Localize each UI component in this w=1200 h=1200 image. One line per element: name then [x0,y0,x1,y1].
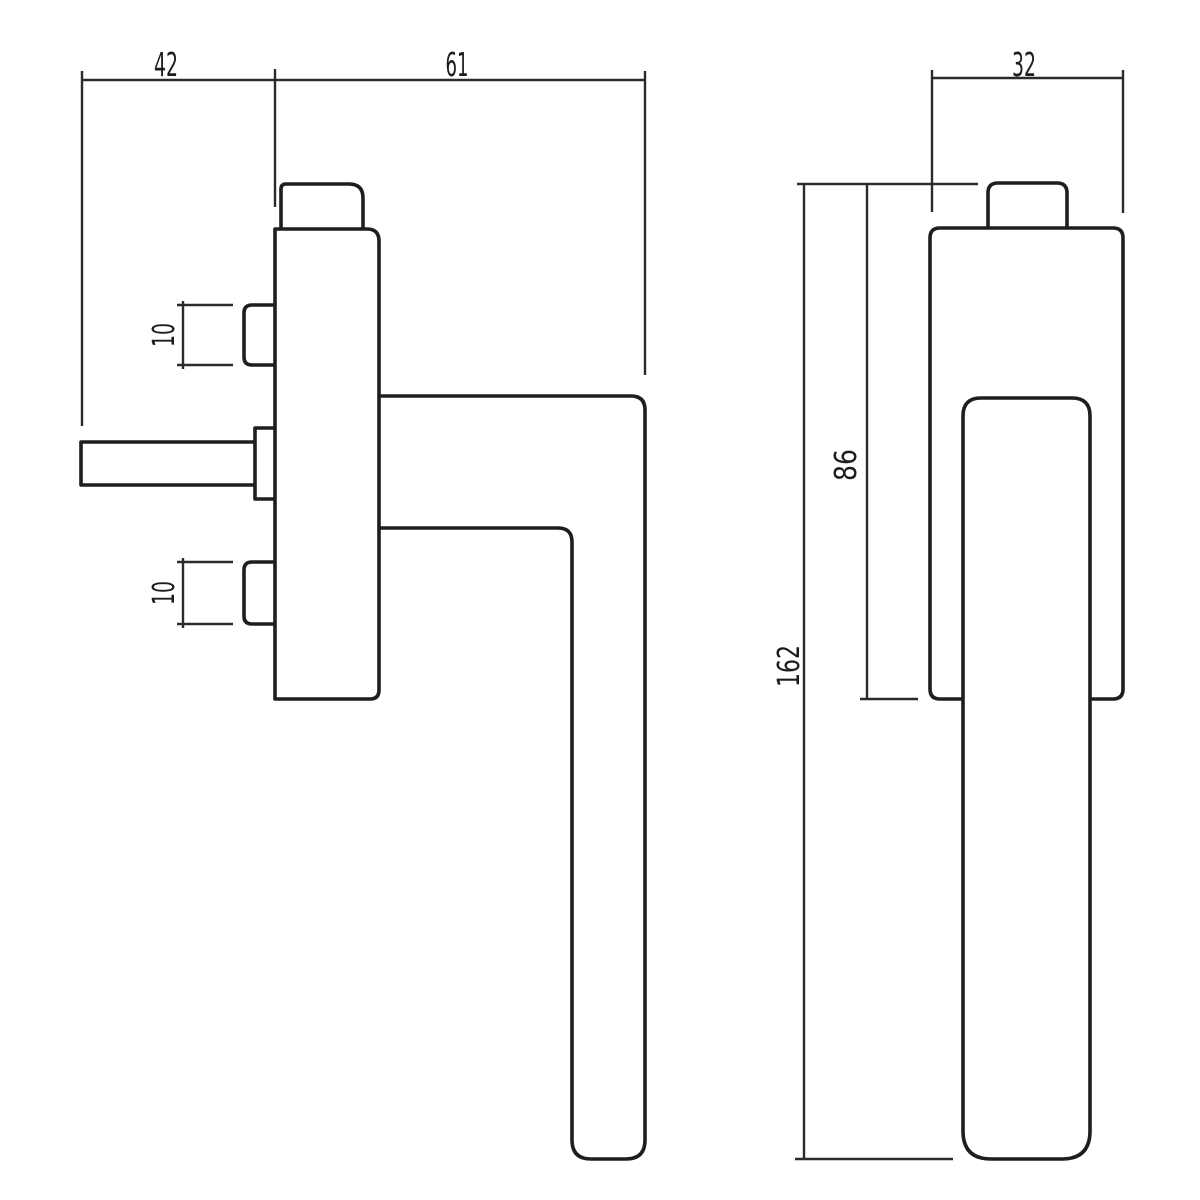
front-plate [928,226,1125,701]
side-view [79,182,647,1161]
side-plate [273,227,381,701]
front-handle [961,396,1092,1161]
side-stub-bottom [242,560,275,626]
side-stub-top [242,303,275,367]
dimension-annotations: 42 61 10 10 32 162 86 [80,45,1125,1161]
dim-label-10-top: 10 [147,323,182,347]
dim-label-86: 86 [829,449,864,481]
side-spindle-block [253,426,275,501]
front-cap [986,181,1069,228]
dim-label-42: 42 [154,45,178,84]
dim-label-10-bottom: 10 [147,581,182,605]
side-handle [379,394,647,1161]
dim-label-162: 162 [772,645,807,687]
dim-label-32: 32 [1012,45,1036,84]
dim-label-61: 61 [446,45,469,84]
side-spindle [79,440,255,487]
side-cap [279,182,365,229]
front-view [928,181,1125,1161]
